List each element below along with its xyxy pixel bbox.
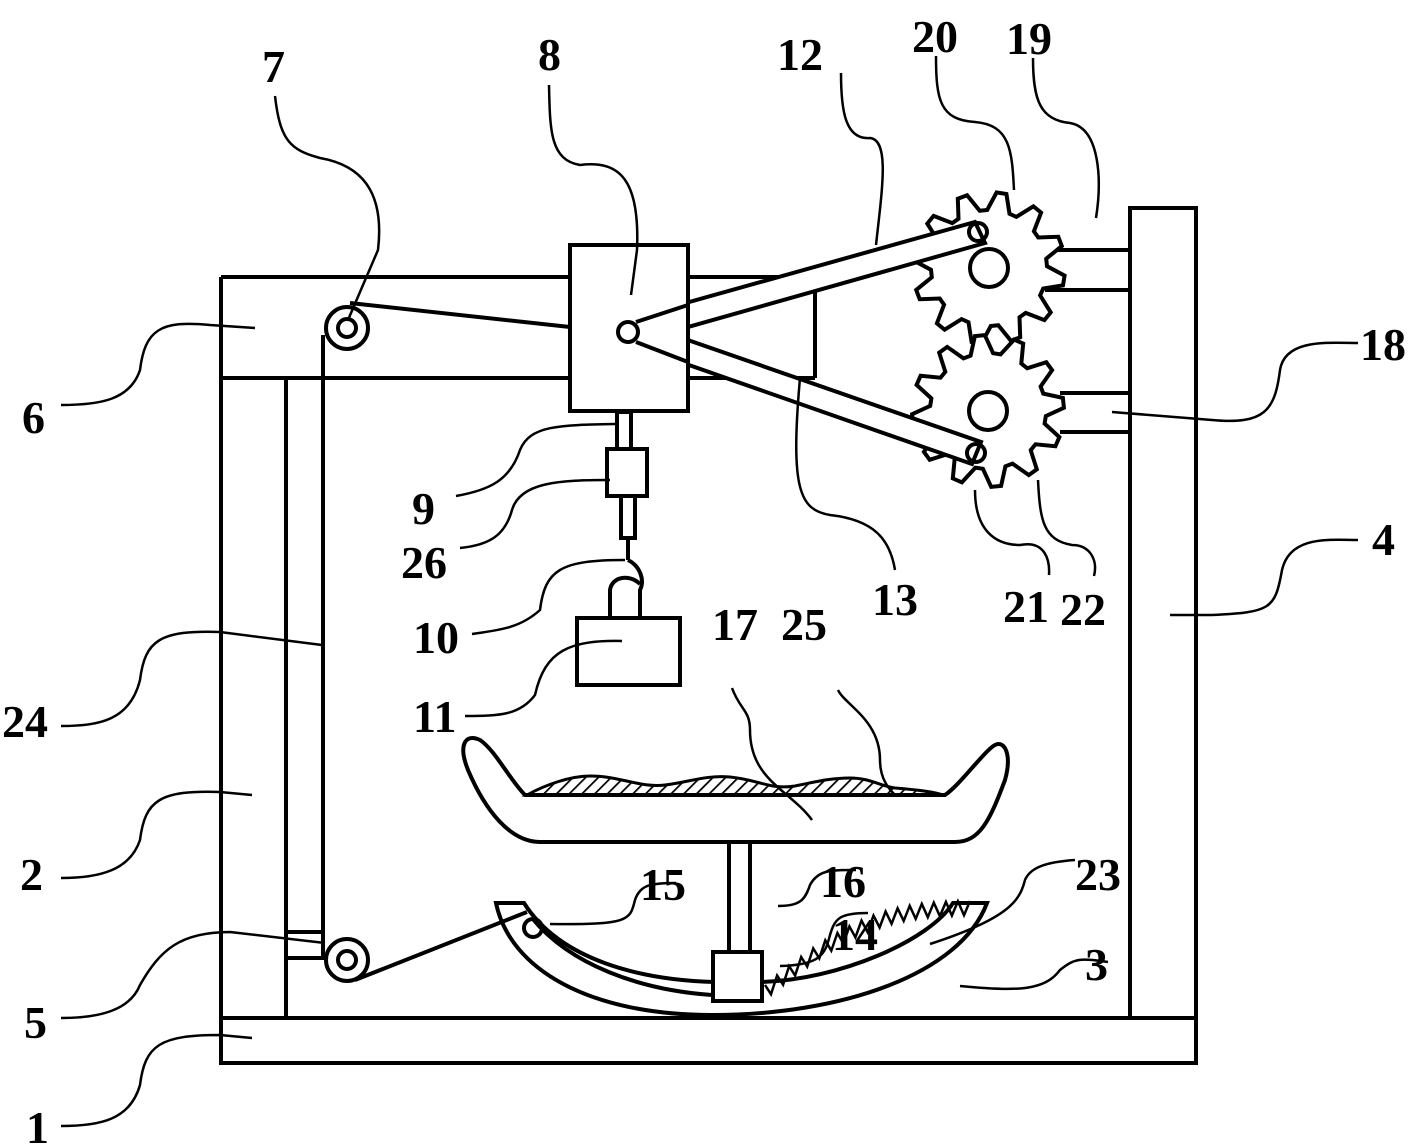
slider-pivot xyxy=(616,320,640,344)
slider-link-ends xyxy=(635,303,689,364)
upper-gear-hub xyxy=(968,247,1010,289)
slider-block xyxy=(568,243,690,413)
label-6: 6 xyxy=(22,392,45,443)
lower-gear-hub xyxy=(967,390,1009,432)
material xyxy=(521,774,944,797)
label-17: 17 xyxy=(712,599,758,650)
label-8: 8 xyxy=(538,29,561,80)
rail-groove xyxy=(530,916,713,997)
label-23: 23 xyxy=(1075,849,1121,900)
leader-lines xyxy=(60,55,1359,1128)
lower-gear xyxy=(909,332,1067,490)
connector xyxy=(605,447,649,498)
label-1: 1 xyxy=(26,1102,49,1148)
upper-gear xyxy=(911,190,1067,346)
part-labels: 6 7 8 12 20 19 18 4 13 21 22 9 26 10 11 … xyxy=(2,11,1406,1148)
label-18: 18 xyxy=(1360,319,1406,370)
arc-guide-rail xyxy=(493,901,990,1018)
label-26: 26 xyxy=(401,537,447,588)
hook xyxy=(608,558,644,618)
label-4: 4 xyxy=(1372,514,1395,565)
right-column xyxy=(1128,206,1198,1020)
label-14: 14 xyxy=(832,909,878,960)
label-15: 15 xyxy=(640,859,686,910)
upper-pulley xyxy=(324,305,370,351)
label-16: 16 xyxy=(820,856,866,907)
label-7: 7 xyxy=(262,41,285,92)
upper-rod xyxy=(615,410,633,452)
lower-pulley-axle xyxy=(336,949,358,971)
label-13: 13 xyxy=(872,574,918,625)
rope-anchor xyxy=(522,917,544,939)
weight-block xyxy=(575,616,682,687)
upper-link-pin xyxy=(967,221,989,243)
label-10: 10 xyxy=(413,612,459,663)
label-24: 24 xyxy=(2,696,48,747)
label-9: 9 xyxy=(412,483,435,534)
label-19: 19 xyxy=(1006,13,1052,64)
label-11: 11 xyxy=(413,691,456,742)
slide-block xyxy=(711,950,764,1003)
label-25: 25 xyxy=(781,599,827,650)
upper-pulley-axle xyxy=(336,317,358,339)
label-20: 20 xyxy=(912,11,958,62)
label-12: 12 xyxy=(777,29,823,80)
lower-rope xyxy=(354,910,528,982)
label-3: 3 xyxy=(1085,939,1108,990)
label-22: 22 xyxy=(1060,584,1106,635)
lower-pulley xyxy=(324,937,370,983)
base-plate xyxy=(219,1016,1198,1065)
lower-rod xyxy=(619,494,637,540)
label-5: 5 xyxy=(24,997,47,1048)
lower-link-pin xyxy=(965,442,987,464)
label-21: 21 xyxy=(1003,581,1049,632)
upper-rope xyxy=(349,301,571,329)
label-2: 2 xyxy=(20,849,43,900)
